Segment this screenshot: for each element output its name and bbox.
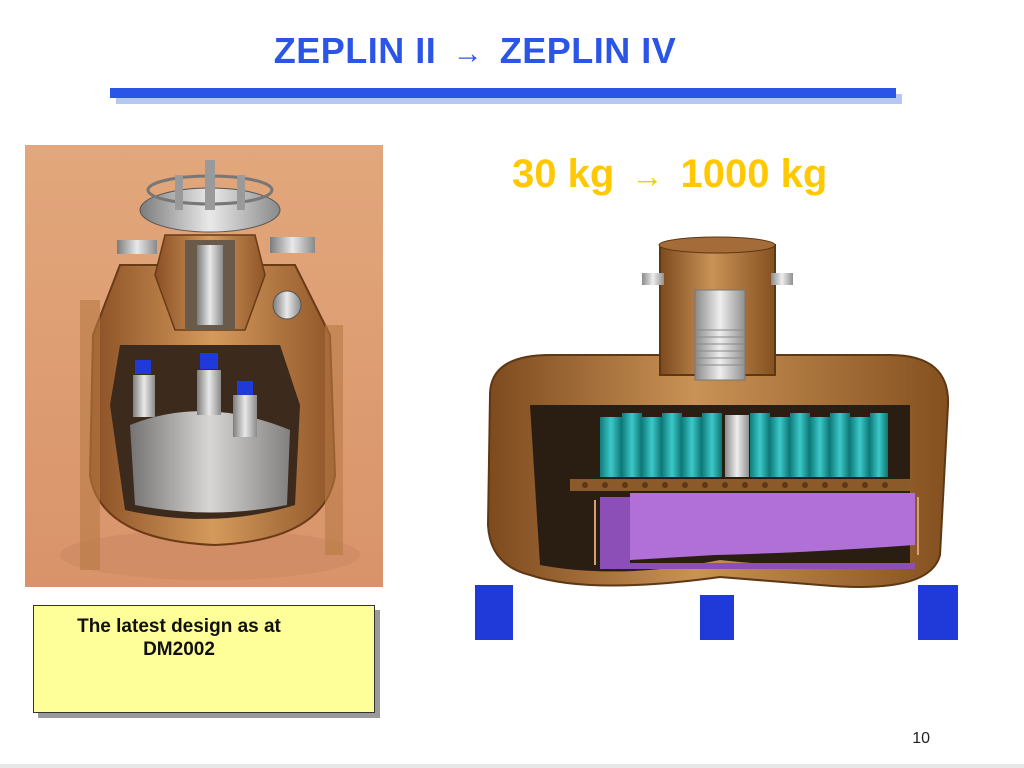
arrow-right-icon: → xyxy=(631,158,664,194)
arrow-right-icon: → xyxy=(452,37,484,70)
mass-subtitle: 30 kg → 1000 kg xyxy=(512,152,932,197)
zeplin-ii-cutaway-image xyxy=(25,145,383,587)
bottom-rule xyxy=(0,764,1024,768)
mass-to: 1000 kg xyxy=(680,152,828,196)
page-number: 10 xyxy=(912,730,930,747)
title-underline xyxy=(110,88,896,98)
slide-title: ZEPLIN II → ZEPLIN IV xyxy=(0,30,950,72)
zeplin-iv-cross-section-image xyxy=(475,236,958,640)
mass-from: 30 kg xyxy=(512,152,615,196)
design-note-box: The latest design as at DM2002 xyxy=(33,605,375,713)
design-note-text: The latest design as at DM2002 xyxy=(77,616,281,660)
title-zeplin-ii: ZEPLIN II xyxy=(273,30,437,71)
title-zeplin-iv: ZEPLIN IV xyxy=(499,30,677,71)
